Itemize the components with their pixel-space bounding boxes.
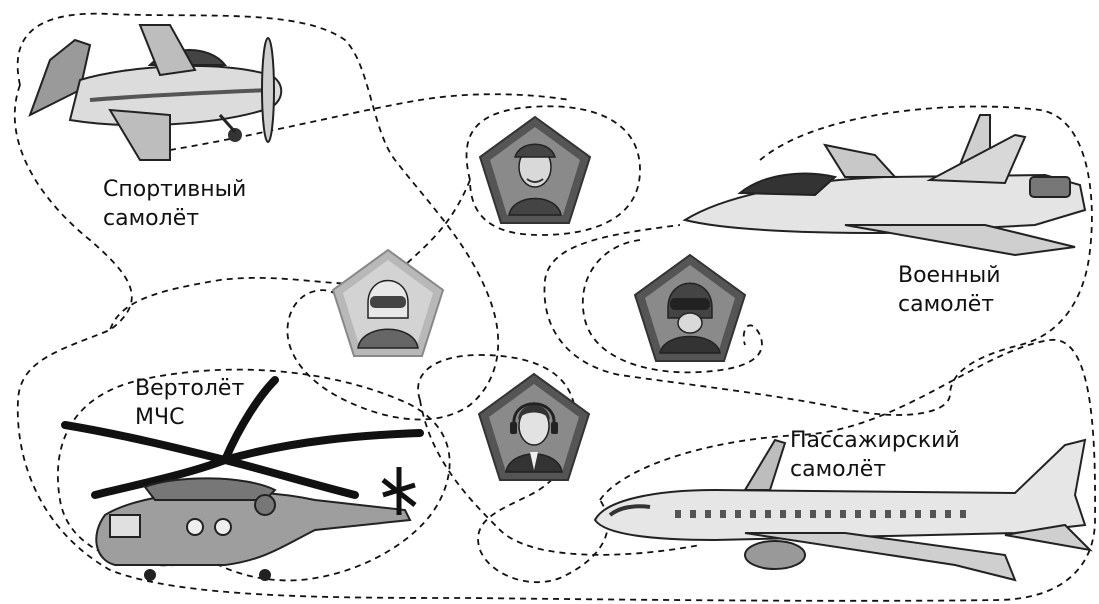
path-heli-loop [56,368,451,582]
path-passenger-loop [599,339,1096,521]
path-left-loop [14,84,1096,602]
path-center-hub [109,105,641,331]
passenger-plane-label-line2: самолёт [790,457,886,482]
rescue-helicopter-icon [61,376,424,581]
passenger-plane-label-line1: Пассажирский [790,428,960,453]
sport-plane-icon [28,24,283,161]
path-outer-left [16,12,500,421]
airline-pilot-headset-avatar[interactable] [477,372,591,481]
path-military-inner [581,239,763,374]
military-plane-label-line1: Военный [898,263,1001,288]
pilot-with-cap-avatar[interactable] [478,115,592,224]
sport-plane-label-line1: Спортивный [103,177,246,202]
fighter-jet-icon [682,114,1087,257]
path-lower-center [417,354,609,584]
dashed-paths [14,12,1096,602]
fighter-pilot-helmet-avatar[interactable] [633,253,747,362]
helicopter-label-line2: МЧС [135,405,184,430]
helicopter-label-line1: Вертолёт [135,376,244,401]
sport-plane-label-line2: самолёт [103,206,199,231]
passenger-airliner-icon [593,438,1093,582]
pilot-with-goggles-helmet-avatar[interactable] [331,248,445,357]
path-cross-link [419,399,701,556]
military-plane-label-line2: самолёт [898,292,994,317]
path-sport-to-center [169,93,571,151]
path-military-loop [543,105,1093,416]
